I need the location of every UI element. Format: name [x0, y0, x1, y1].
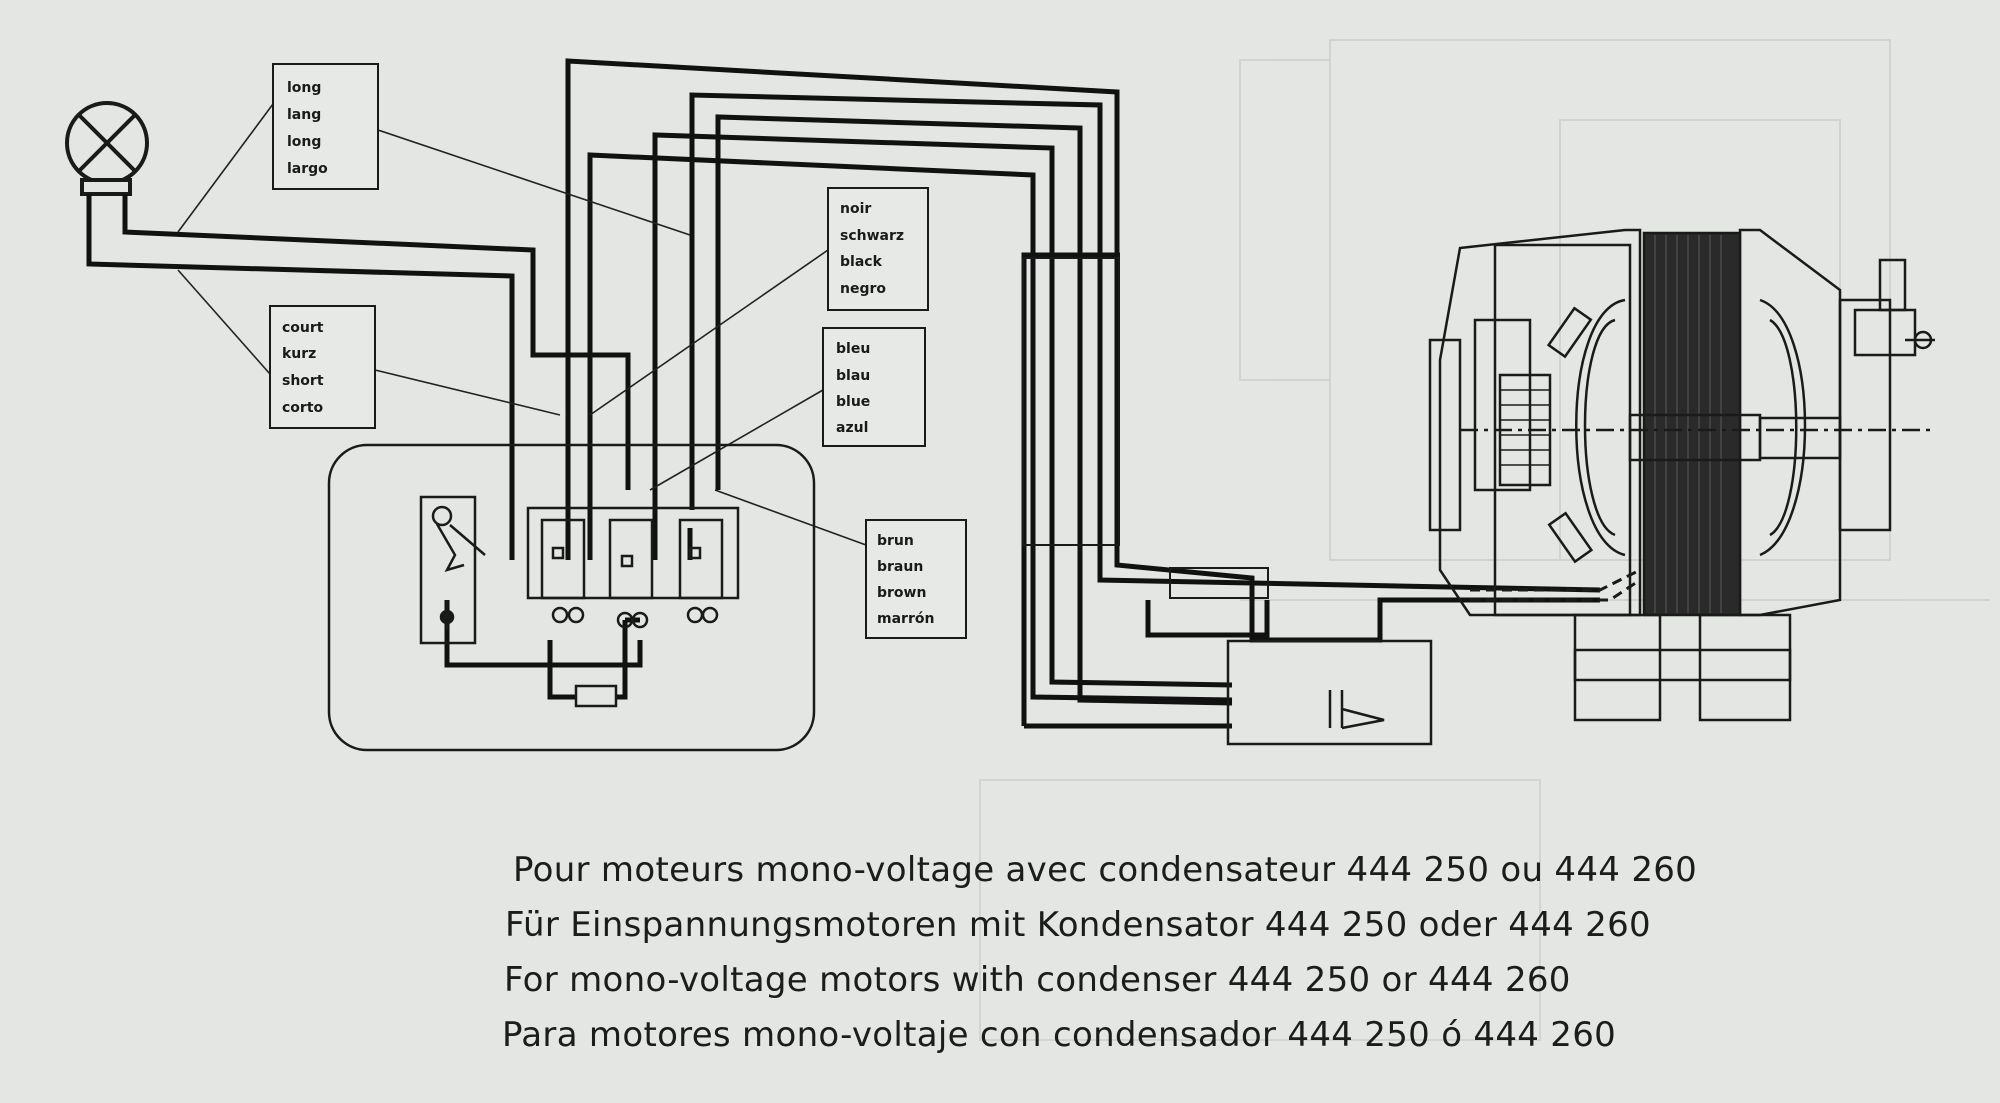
label-brown-es: marrón — [877, 611, 934, 627]
label-brown-de: braun — [877, 559, 923, 575]
label-long-de: lang — [287, 107, 321, 123]
label-box-blue: bleu blau blue azul — [822, 327, 926, 447]
label-short-en: short — [282, 373, 324, 389]
label-brown-fr: brun — [877, 533, 914, 549]
leader-lines — [177, 103, 867, 546]
caption-english: For mono-voltage motors with condenser 4… — [504, 960, 1571, 1000]
label-long-fr: long — [287, 80, 321, 96]
motor-drawing — [1428, 228, 1935, 722]
lamp-wire-short — [86, 194, 515, 560]
cable-sleeve — [1022, 257, 1269, 599]
label-short-fr: court — [282, 320, 324, 336]
black-wire — [565, 58, 1600, 643]
label-blue-es: azul — [836, 420, 868, 436]
label-blue-en: blue — [836, 394, 870, 410]
switch — [419, 495, 486, 645]
lamp-icon — [65, 101, 149, 196]
label-short-de: kurz — [282, 346, 316, 362]
label-black-es: negro — [840, 281, 886, 297]
caption-block: Pour moteurs mono-voltage avec condensat… — [460, 843, 1760, 1063]
label-blue-de: blau — [836, 368, 870, 384]
caption-spanish: Para motores mono-voltaje con condensado… — [502, 1015, 1617, 1055]
capacitor — [1226, 639, 1433, 746]
label-box-long: long lang long largo — [272, 63, 379, 190]
stator-core — [1642, 231, 1742, 617]
lamp-wire-long — [122, 194, 631, 490]
terminal-box — [327, 443, 816, 752]
blue-wire — [652, 132, 1233, 688]
label-box-short: court kurz short corto — [269, 305, 376, 429]
label-black-de: schwarz — [840, 228, 904, 244]
caption-german: Für Einspannungsmotoren mit Kondensator … — [505, 905, 1651, 945]
label-short-es: corto — [282, 400, 324, 416]
label-long-en: long — [287, 134, 321, 150]
brown-wire — [1021, 252, 1120, 726]
label-brown-en: brown — [877, 585, 926, 601]
motor-lead-dashes — [1470, 568, 1641, 602]
label-long-es: largo — [287, 161, 328, 177]
label-box-brown: brun braun brown marrón — [865, 519, 967, 639]
label-box-black: noir schwarz black negro — [827, 187, 929, 311]
terminal-block — [526, 506, 740, 708]
label-black-fr: noir — [840, 201, 871, 217]
label-blue-fr: bleu — [836, 341, 870, 357]
wiring-harness — [86, 58, 1601, 729]
label-black-en: black — [840, 254, 883, 270]
caption-french: Pour moteurs mono-voltage avec condensat… — [513, 850, 1698, 890]
